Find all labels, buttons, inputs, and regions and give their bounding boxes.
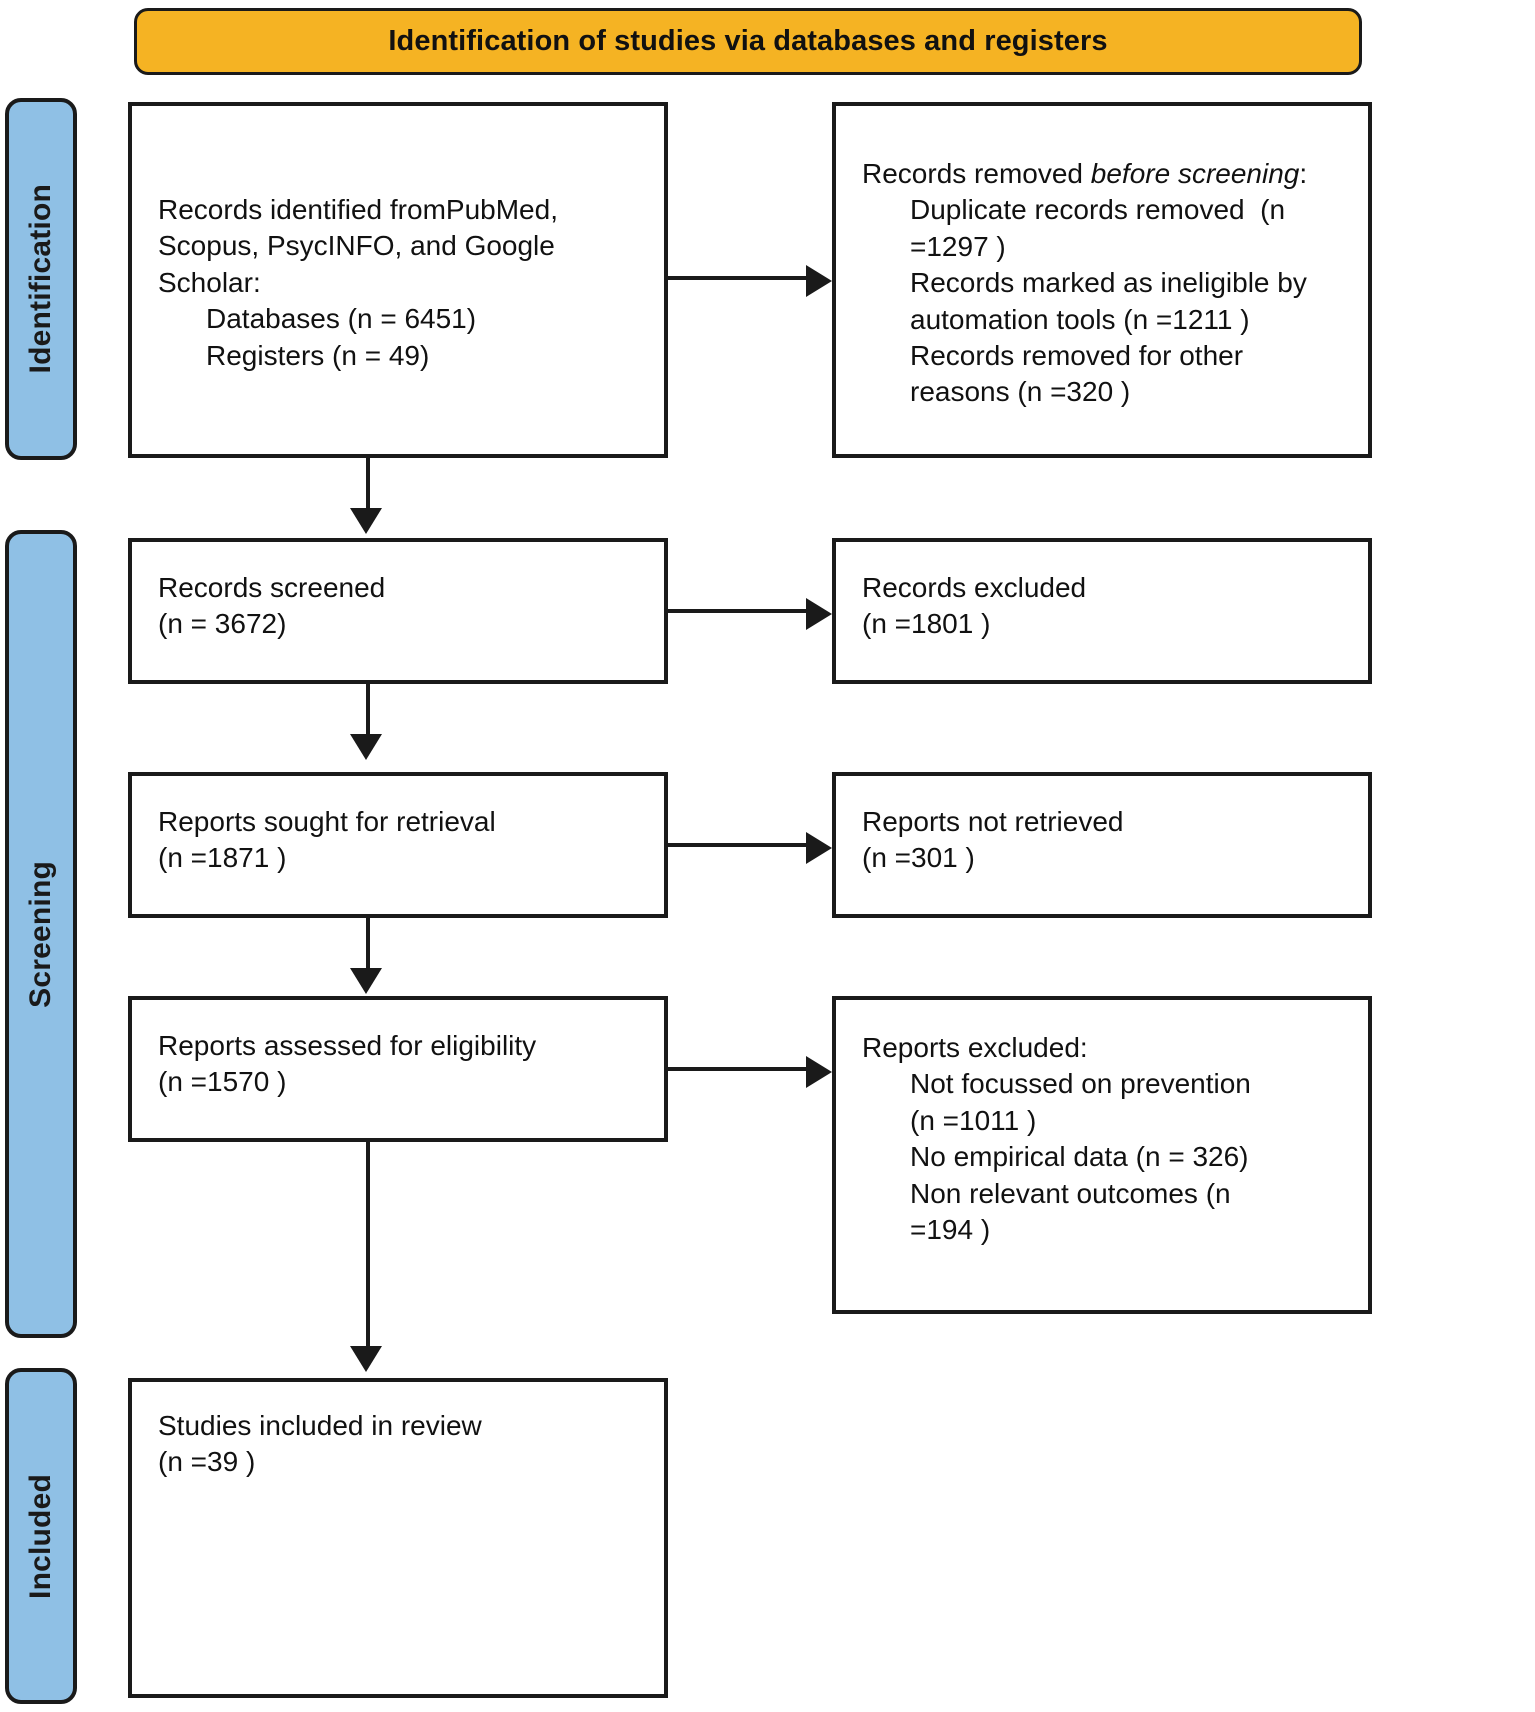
box-studies-included-body: Studies included in review (n =39 ) [158, 1408, 652, 1481]
reports-excluded-heading: Reports excluded: [862, 1032, 1088, 1063]
reports-excluded-no-empirical-data: No empirical data (n = 326) [910, 1141, 1249, 1173]
connector-sought-to-assessed [366, 918, 370, 974]
records-removed-ineligible-line-1: Records marked as ineligible by [910, 267, 1307, 299]
phase-label-identification-text: Identification [24, 184, 57, 374]
arrow-down-icon-identified-to-screened [350, 508, 382, 534]
records-identified-line-1: Records identified fromPubMed, [158, 194, 558, 225]
records-removed-ineligible-line-2: automation tools (n =1211 ) [910, 303, 1250, 335]
connector-sought-to-not-retrieved [668, 843, 808, 847]
box-reports-not-retrieved-body: Reports not retrieved (n =301 ) [862, 804, 1356, 877]
connector-assessed-to-included [366, 1142, 370, 1352]
box-reports-assessed-for-eligibility: Reports assessed for eligibility (n =157… [128, 996, 668, 1142]
arrow-right-icon-identified-to-removed [806, 265, 832, 297]
phase-label-screening: Screening [5, 530, 77, 1338]
box-reports-excluded-body: Reports excluded: Not focussed on preven… [862, 1030, 1356, 1248]
arrow-down-icon-screened-to-sought [350, 734, 382, 760]
records-removed-heading-emphasis: before screening [1090, 158, 1300, 189]
box-reports-not-retrieved: Reports not retrieved (n =301 ) [832, 772, 1372, 918]
reports-sought-count: (n =1871 ) [158, 842, 287, 874]
reports-not-retrieved-count: (n =301 ) [862, 842, 975, 874]
box-records-removed-before-screening: Records removed before screening: Duplic… [832, 102, 1372, 458]
box-records-removed-body: Records removed before screening: Duplic… [862, 156, 1356, 411]
connector-assessed-to-reports-excluded [668, 1067, 808, 1071]
box-reports-excluded: Reports excluded: Not focussed on preven… [832, 996, 1372, 1314]
arrow-down-icon-assessed-to-included [350, 1346, 382, 1372]
phase-label-included: Included [5, 1368, 77, 1704]
records-identified-line-2: Scopus, PsycINFO, and Google [158, 230, 555, 262]
arrow-right-icon-sought-to-not-retrieved [806, 832, 832, 864]
records-screened-label: Records screened [158, 572, 386, 603]
box-records-excluded-body: Records excluded (n =1801 ) [862, 570, 1356, 643]
box-reports-sought-body: Reports sought for retrieval (n =1871 ) [158, 804, 652, 877]
reports-excluded-not-focussed-count: (n =1011 ) [910, 1104, 1037, 1136]
box-studies-included-in-review: Studies included in review (n =39 ) [128, 1378, 668, 1698]
records-removed-other-line-2: reasons (n =320 ) [910, 376, 1131, 408]
records-identified-line-3: Scholar: [158, 266, 261, 298]
arrow-down-icon-sought-to-assessed [350, 968, 382, 994]
records-identified-databases: Databases (n = 6451) [206, 303, 477, 335]
reports-assessed-label: Reports assessed for eligibility [158, 1030, 537, 1061]
records-removed-heading-prefix: Records removed [862, 158, 1091, 189]
records-removed-heading-suffix: : [1299, 158, 1308, 189]
box-records-screened: Records screened (n = 3672) [128, 538, 668, 684]
box-records-excluded: Records excluded (n =1801 ) [832, 538, 1372, 684]
records-excluded-count: (n =1801 ) [862, 608, 991, 640]
diagram-title-text: Identification of studies via databases … [388, 24, 1108, 57]
box-reports-assessed-body: Reports assessed for eligibility (n =157… [158, 1028, 652, 1101]
records-excluded-label: Records excluded [862, 572, 1087, 603]
arrow-right-icon-screened-to-excluded [806, 598, 832, 630]
reports-excluded-non-relevant-outcomes-count: =194 ) [910, 1213, 991, 1245]
records-identified-registers: Registers (n = 49) [206, 339, 430, 371]
connector-identified-to-screened [366, 458, 370, 514]
reports-not-retrieved-label: Reports not retrieved [862, 806, 1124, 837]
records-removed-duplicates-line-2: =1297 ) [910, 230, 1006, 262]
diagram-title-banner: Identification of studies via databases … [134, 8, 1362, 75]
studies-included-count: (n =39 ) [158, 1446, 256, 1478]
records-removed-heading: Records removed before screening: [862, 156, 1356, 192]
studies-included-label: Studies included in review [158, 1410, 482, 1441]
phase-label-identification: Identification [5, 98, 77, 460]
reports-excluded-non-relevant-outcomes: Non relevant outcomes (n [910, 1177, 1231, 1209]
records-removed-duplicates-line-1: Duplicate records removed (n [910, 194, 1286, 226]
connector-identified-to-removed [668, 276, 808, 280]
phase-label-screening-text: Screening [24, 860, 57, 1008]
box-records-screened-body: Records screened (n = 3672) [158, 570, 652, 643]
box-reports-sought-for-retrieval: Reports sought for retrieval (n =1871 ) [128, 772, 668, 918]
box-records-identified-body: Records identified fromPubMed, Scopus, P… [158, 192, 652, 374]
reports-assessed-count: (n =1570 ) [158, 1066, 287, 1098]
records-removed-other-line-1: Records removed for other [910, 339, 1244, 371]
reports-excluded-not-focussed: Not focussed on prevention [910, 1068, 1251, 1100]
phase-label-included-text: Included [24, 1473, 57, 1599]
reports-sought-label: Reports sought for retrieval [158, 806, 496, 837]
connector-screened-to-excluded [668, 609, 808, 613]
box-records-identified: Records identified fromPubMed, Scopus, P… [128, 102, 668, 458]
connector-screened-to-sought [366, 684, 370, 740]
arrow-right-icon-assessed-to-reports-excluded [806, 1056, 832, 1088]
records-screened-count: (n = 3672) [158, 608, 287, 640]
